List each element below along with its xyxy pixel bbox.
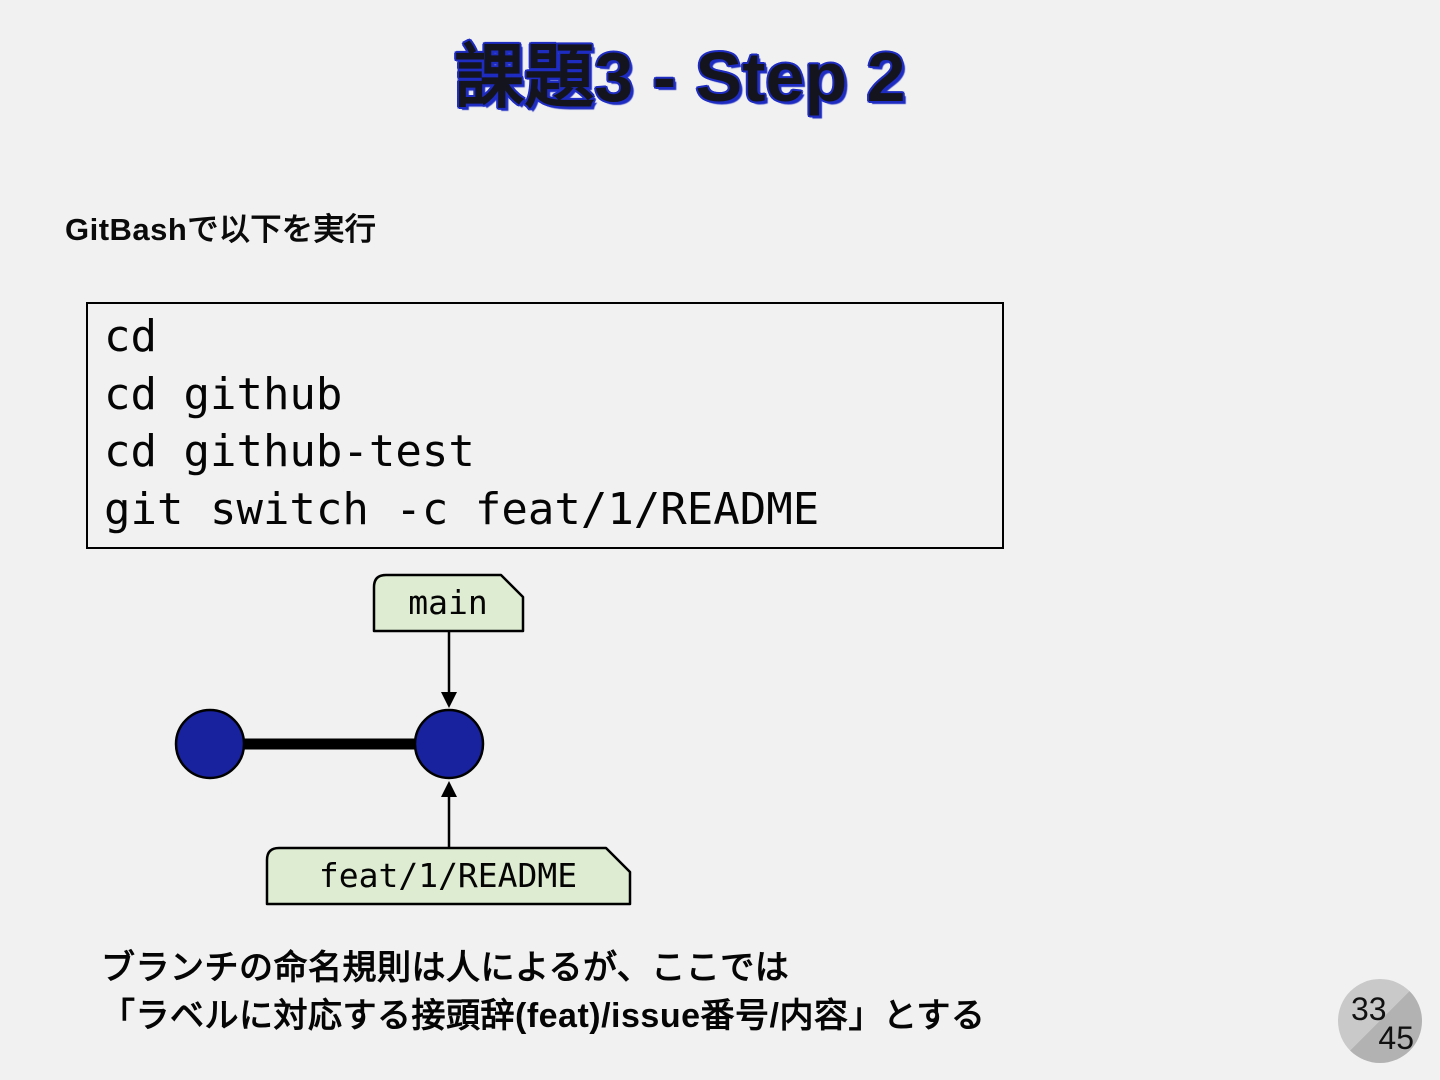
- code-line: git switch -c feat/1/README: [104, 483, 820, 535]
- page-total-number: 45: [1378, 1020, 1414, 1056]
- arrow-down-icon: [441, 692, 457, 708]
- commit-node-left: [174, 708, 246, 780]
- page-number-badge: 33 45: [1338, 979, 1422, 1063]
- code-box: cd cd github cd github-test git switch -…: [86, 302, 1004, 549]
- subtitle-text: GitBashで以下を実行: [65, 212, 377, 247]
- code-line: cd github-test: [104, 426, 475, 477]
- main-branch-label: main: [408, 583, 487, 622]
- git-branch-diagram: main feat/1/README: [174, 573, 632, 906]
- slide-title: 課題3 - Step 2: [454, 38, 906, 116]
- main-branch-tag: [372, 573, 525, 633]
- feature-branch-label: feat/1/README: [319, 856, 577, 895]
- note-text: ブランチの命名規則は人によるが、ここでは 「ラベルに対応する接頭辞(feat)/…: [101, 944, 985, 1040]
- code-line: cd: [104, 311, 157, 362]
- commit-node-right: [413, 708, 485, 780]
- arrow-up-icon: [441, 781, 457, 797]
- note-line: ブランチの命名規則は人によるが、ここでは: [101, 949, 790, 987]
- page-current-number: 33: [1351, 991, 1387, 1027]
- note-line: 「ラベルに対応する接頭辞(feat)/issue番号/内容」とする: [101, 997, 986, 1035]
- code-line: cd github: [104, 368, 343, 420]
- feature-branch-tag: [265, 846, 632, 906]
